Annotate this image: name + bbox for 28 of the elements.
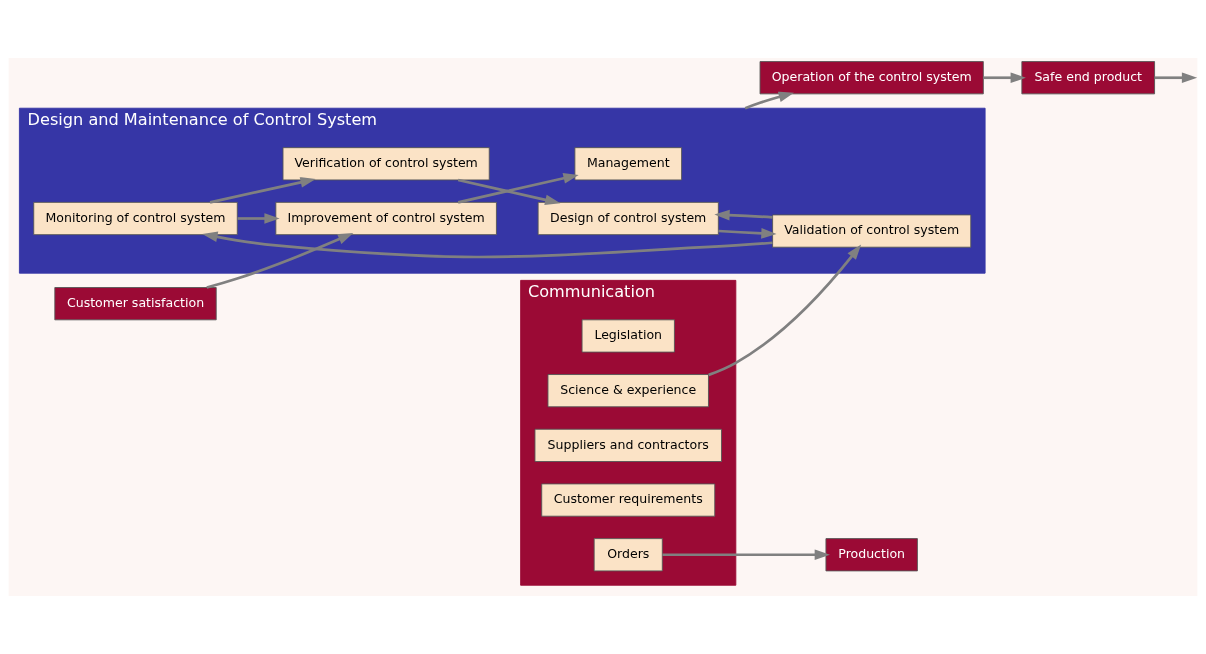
arrow	[708, 244, 862, 377]
arrow	[1154, 72, 1198, 84]
node-box: Legislation	[581, 319, 675, 353]
arrow	[457, 178, 561, 206]
node-box: Science & experience	[547, 374, 709, 408]
arrow	[202, 231, 773, 259]
node-box: Monitoring of control system	[33, 201, 238, 236]
node-box: Validation of control system	[772, 214, 972, 248]
node-box: Verification of control system	[282, 147, 490, 181]
arrow	[209, 177, 316, 204]
arrow	[457, 173, 579, 204]
arrow	[714, 209, 773, 221]
node-box: Improvement of control system	[275, 201, 497, 236]
arrow	[718, 228, 777, 239]
node-box: Suppliers and contractors	[534, 428, 722, 462]
node-box: Customer requirements	[541, 483, 716, 517]
node-box: Orders	[593, 538, 663, 572]
node-box: Design of control system	[537, 201, 719, 236]
node-box: Production	[825, 538, 918, 572]
arrow	[983, 72, 1026, 84]
arrow	[237, 213, 280, 224]
node-box: Management	[574, 147, 683, 181]
arrow	[744, 91, 794, 110]
node-box: Operation of the control system	[759, 61, 984, 95]
arrow	[662, 549, 830, 561]
node-box: Customer satisfaction	[54, 287, 217, 321]
node-box: Safe end product	[1021, 61, 1156, 95]
arrow	[206, 233, 354, 289]
